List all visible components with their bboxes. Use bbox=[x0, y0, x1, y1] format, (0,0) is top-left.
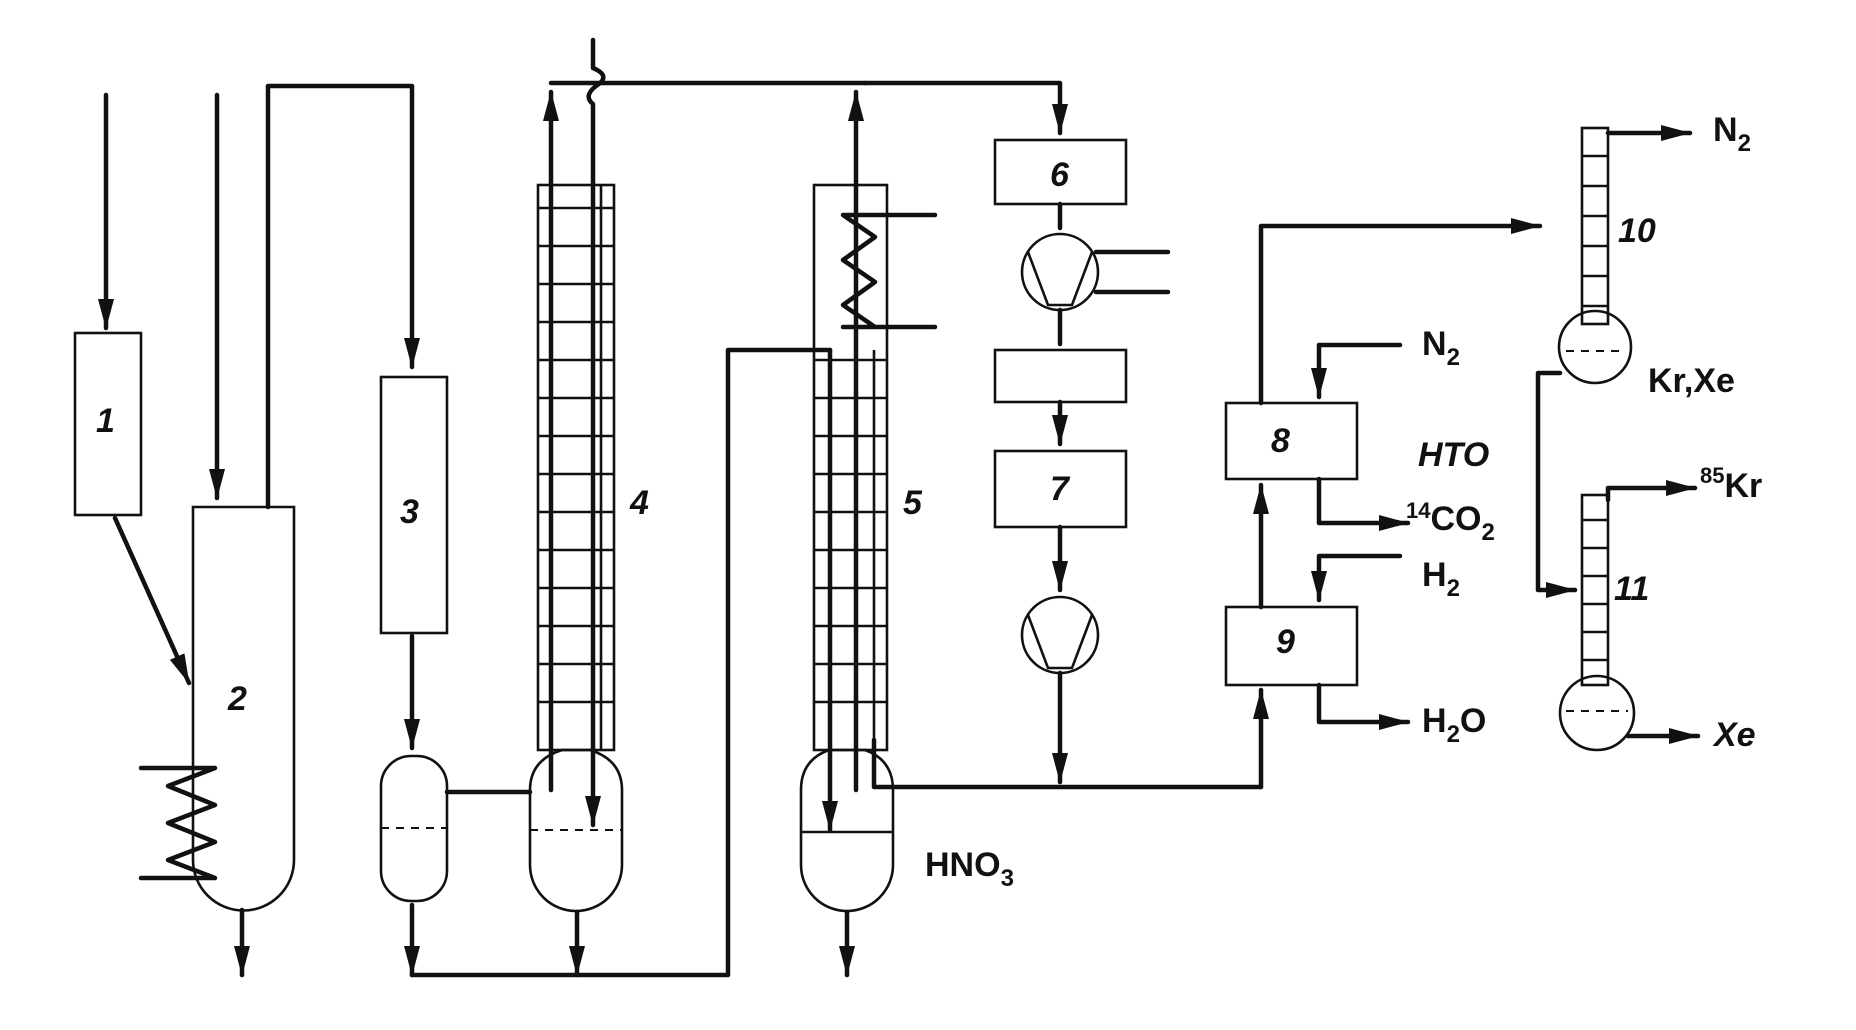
label-xe: Xe bbox=[1712, 716, 1756, 754]
intermediate-box bbox=[993, 348, 1128, 404]
column-4-reboiler bbox=[528, 748, 624, 913]
vapour-line-2-to-3 bbox=[265, 83, 420, 510]
n2-feed-to-8 bbox=[1311, 342, 1403, 400]
unit-label-3: 3 bbox=[400, 493, 419, 531]
label-h2o: H2O bbox=[1422, 702, 1486, 748]
unit-5 bbox=[799, 89, 1264, 978]
label-n2-product: N2 bbox=[1713, 111, 1751, 157]
unit-label-10: 10 bbox=[1618, 212, 1656, 250]
column-5-gas-outlet bbox=[871, 737, 1264, 790]
unit-2 bbox=[138, 83, 420, 978]
label-co2: 14CO2 bbox=[1406, 498, 1495, 546]
unit-3-box bbox=[379, 375, 449, 635]
kr85-outlet-11 bbox=[1605, 480, 1698, 503]
unit-label-2: 2 bbox=[227, 680, 247, 718]
h2o-outlet-9 bbox=[1316, 682, 1411, 730]
unit-label-6: 6 bbox=[1050, 156, 1070, 194]
bottoms-recycle-line bbox=[409, 347, 833, 978]
unit-9-box bbox=[1224, 605, 1359, 687]
flow-1-to-2 bbox=[112, 515, 192, 686]
column-11-shell bbox=[1580, 493, 1610, 687]
compressor-2-icon bbox=[1020, 595, 1100, 675]
label-kr-xe: Kr,Xe bbox=[1648, 362, 1735, 400]
unit-label-11: 11 bbox=[1614, 570, 1649, 608]
flow-10-to-11 bbox=[1535, 370, 1578, 598]
header-to-unit-6 bbox=[862, 80, 1068, 136]
unit-label-8: 8 bbox=[1271, 422, 1290, 460]
flow-8-to-10 bbox=[1258, 218, 1543, 406]
label-hto: HTO bbox=[1418, 436, 1489, 474]
unit-8-box bbox=[1224, 401, 1359, 481]
units-8-9 bbox=[1224, 218, 1543, 730]
heater-coil-unit-2 bbox=[138, 765, 218, 881]
unit-label-9: 9 bbox=[1276, 623, 1295, 661]
column-11-flask bbox=[1558, 674, 1636, 752]
compressor-1-icon bbox=[1020, 232, 1171, 312]
unit-label-4: 4 bbox=[629, 484, 649, 522]
label-kr85: 85Kr bbox=[1700, 463, 1762, 505]
unit-label-7: 7 bbox=[1050, 470, 1071, 508]
column-10-shell bbox=[1580, 126, 1610, 326]
column-4-reflux-line bbox=[585, 37, 606, 828]
unit-6-train bbox=[993, 138, 1171, 785]
unit-3 bbox=[379, 375, 533, 978]
unit-4 bbox=[528, 37, 624, 978]
column-5-sump bbox=[799, 748, 895, 913]
unit-label-1: 1 bbox=[96, 402, 115, 440]
column-10 bbox=[1535, 125, 1693, 598]
cooling-coil-unit-5 bbox=[840, 212, 938, 330]
column-10-flask bbox=[1557, 309, 1633, 385]
unit-1 bbox=[73, 92, 192, 686]
column-5-trays bbox=[814, 358, 887, 704]
column-11 bbox=[1558, 480, 1701, 752]
unit-1-box bbox=[73, 331, 143, 517]
co2-outlet-8 bbox=[1316, 476, 1411, 531]
unit-label-5: 5 bbox=[903, 484, 923, 522]
h2-feed-to-9 bbox=[1311, 553, 1403, 603]
label-h2: H2 bbox=[1422, 556, 1460, 602]
label-hno3: HNO3 bbox=[925, 846, 1014, 892]
label-n2-feed: N2 bbox=[1422, 325, 1460, 371]
